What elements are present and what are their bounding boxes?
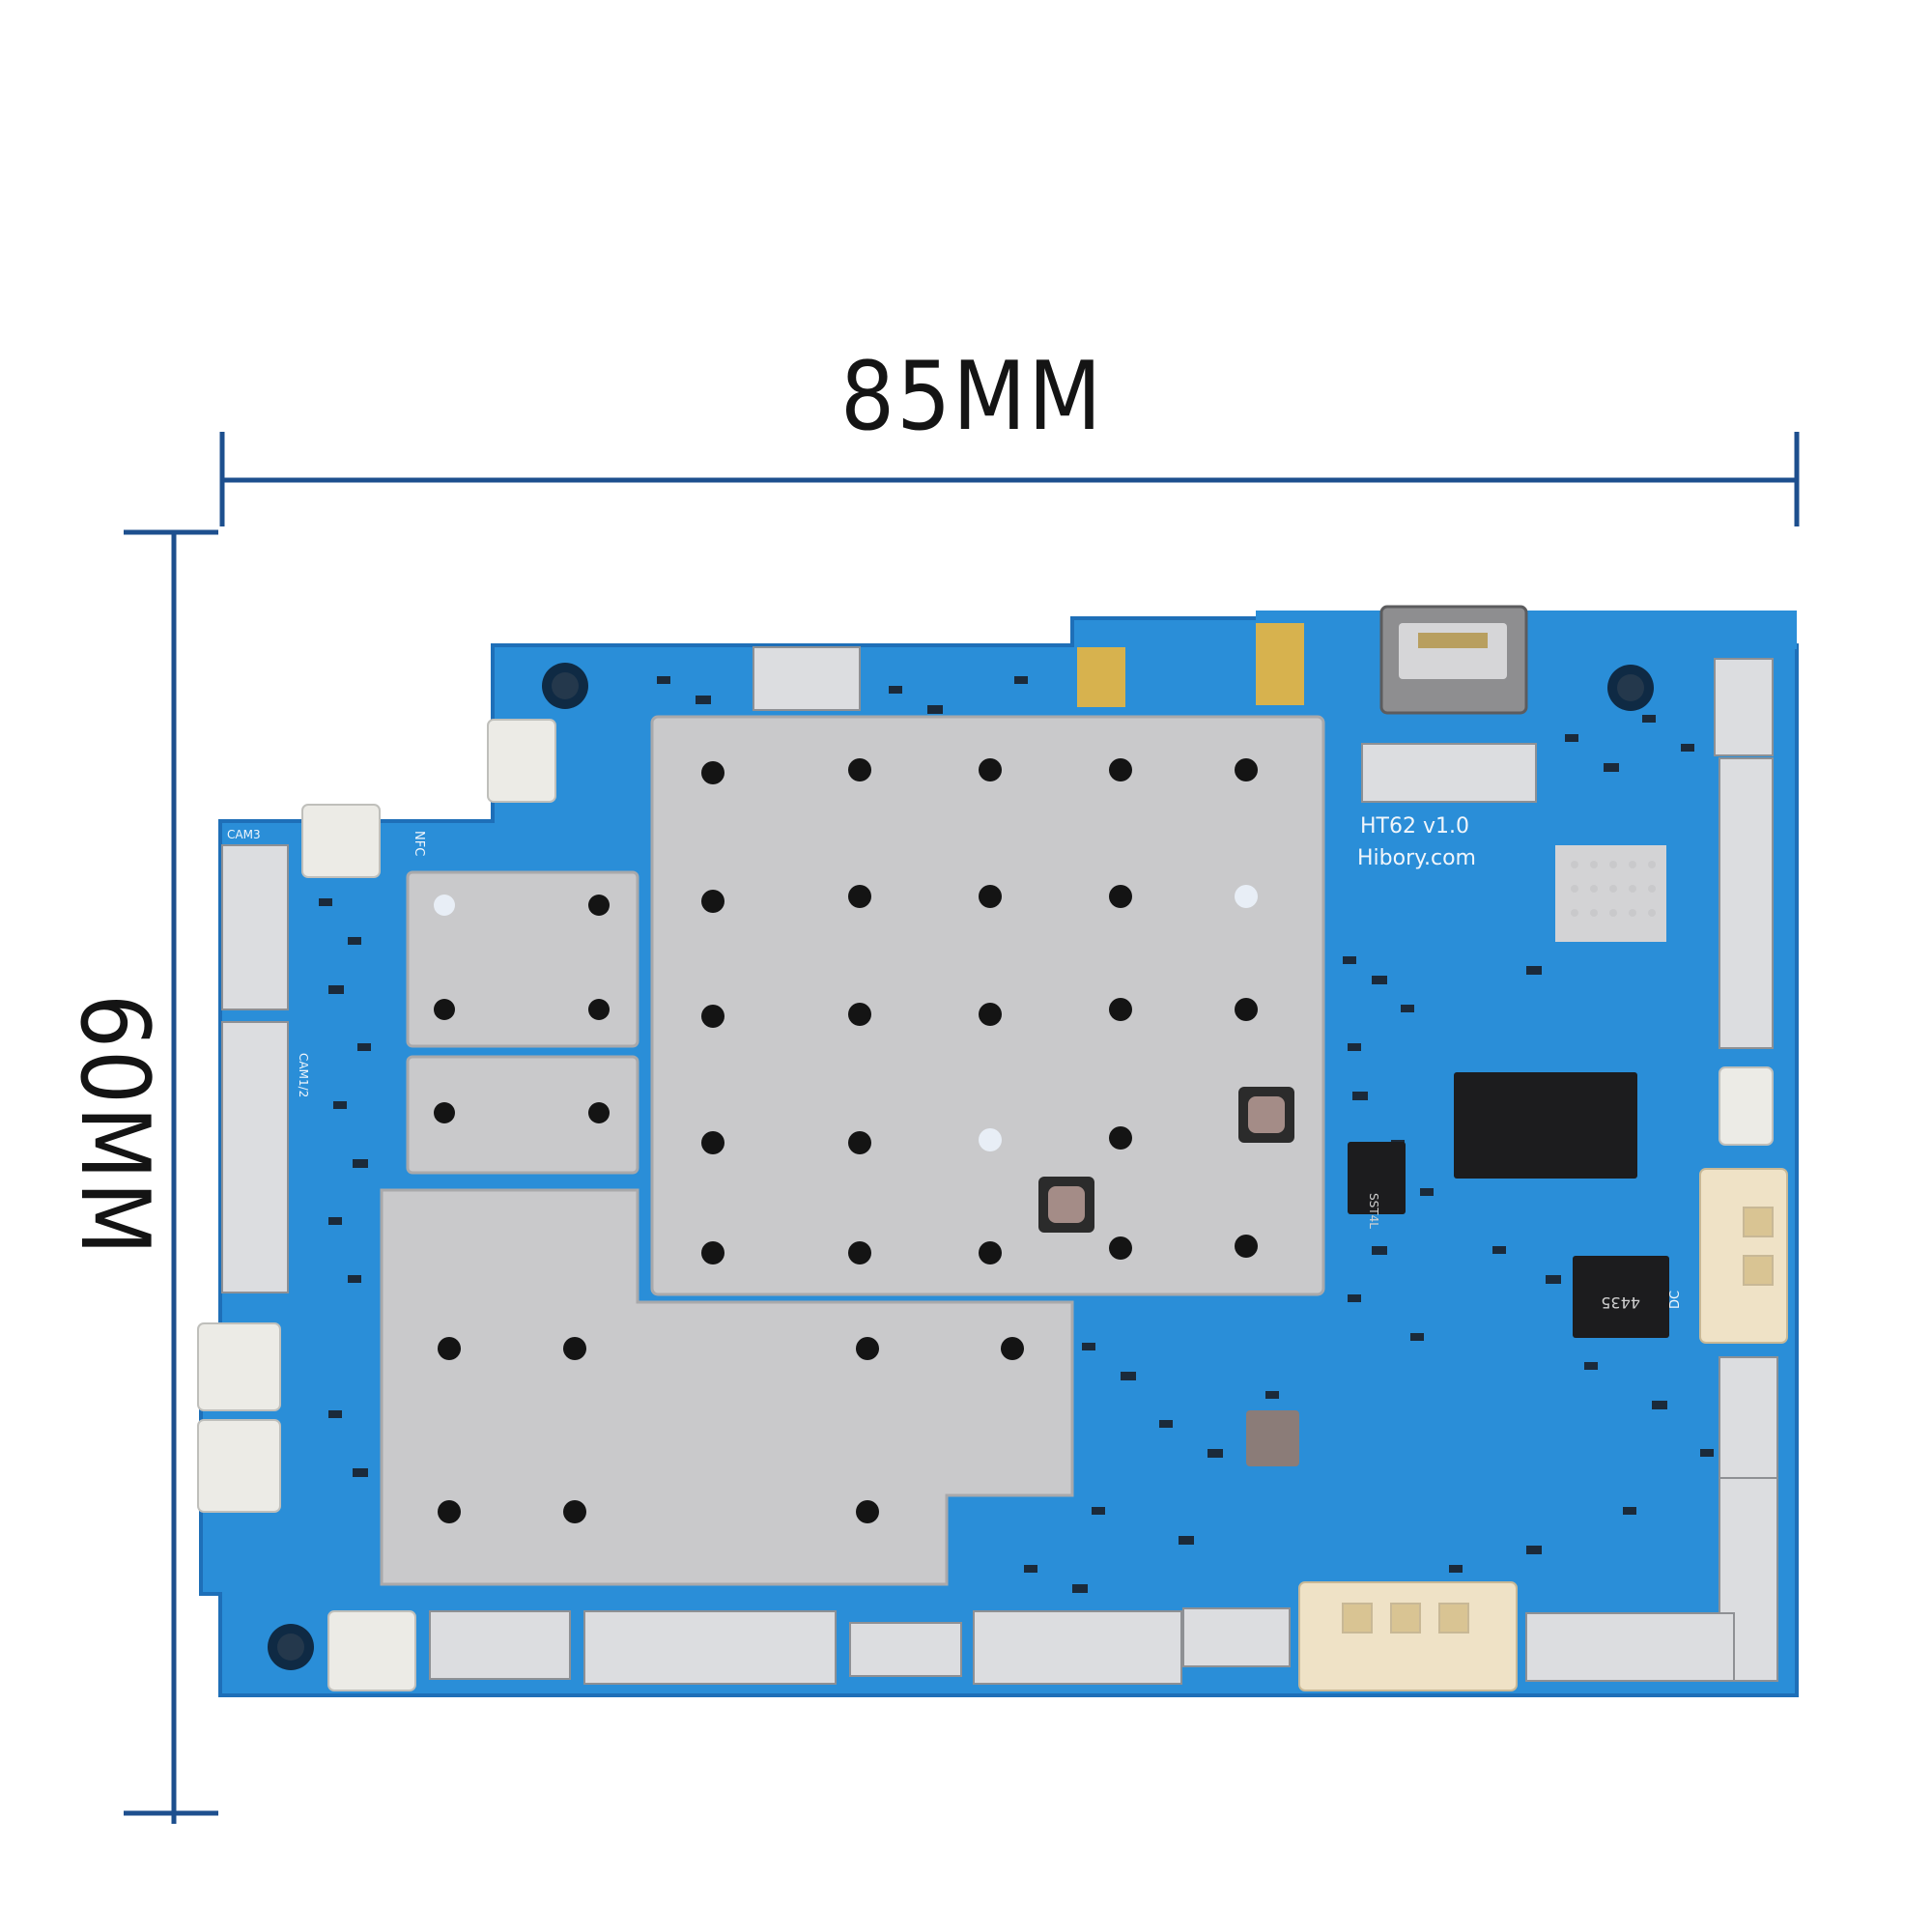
left-shield-middle [406,1055,639,1175]
ic-grid [1571,861,1656,917]
power-connectors [1298,1168,1788,1691]
silk-chip-sst4l: SST4L [1367,1193,1380,1229]
lower-rf-shield [380,1188,1074,1586]
silk-cam12: CAM1/2 [297,1053,310,1097]
usb-port-top [1379,605,1528,715]
silk-cam3: CAM3 [227,828,261,841]
silkscreen: HT62 v1.0 Hibory.com CAM3 CAM1/2 NFC DC … [227,814,1683,1312]
silk-chip-4435: 4435 [1601,1293,1640,1312]
silk-nfc: NFC [412,831,426,856]
left-shield-upper [406,870,639,1048]
fpc-connectors [221,646,1778,1685]
board-model-label: HT62 v1.0 [1360,814,1469,838]
board-brand-label: Hibory.com [1357,846,1476,870]
silk-dc: DC [1668,1291,1683,1309]
main-rf-shield [650,715,1325,1296]
height-dimension-line [124,529,218,1824]
width-dimension-label: 85MM [840,342,1104,452]
gold-contacts [1077,623,1304,707]
integrated-circuits [1246,845,1669,1466]
mounting-holes [268,663,1654,1670]
width-dimension-line [219,432,1800,526]
white-connectors [197,719,1774,1691]
